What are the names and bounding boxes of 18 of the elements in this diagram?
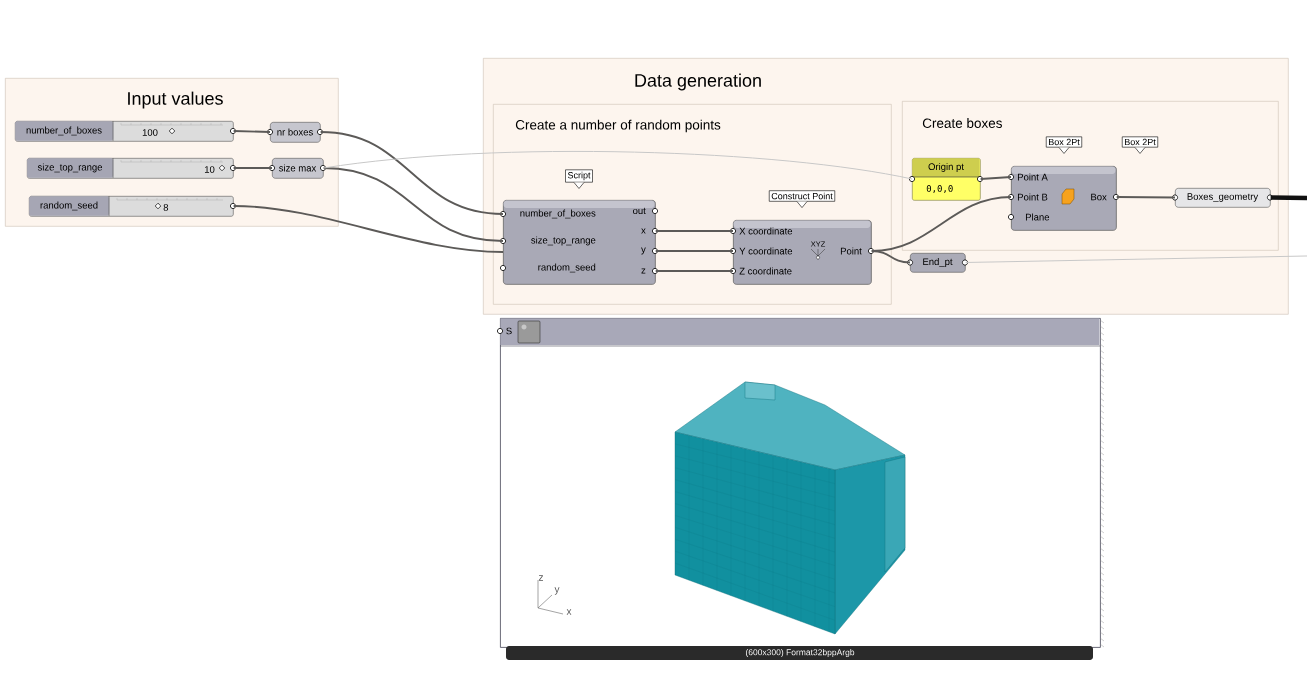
parameter-box: Boxes_geometry	[1172, 188, 1273, 208]
tooltip-label: Box 2Pt	[1121, 136, 1159, 154]
axis-label: x	[566, 609, 572, 615]
tooltip-label: Box 2Pt	[1045, 136, 1083, 154]
axis-label: z	[538, 575, 543, 581]
number-slider: random_seed 8	[29, 195, 236, 217]
parameter-box: size max	[269, 158, 326, 179]
parameter-box: End_pt	[907, 253, 968, 273]
node-label: (600x300) Format32bppArgb	[745, 649, 855, 657]
component-box: Point A Point B Plane Box	[1008, 166, 1119, 231]
number-slider: size_top_range 10	[27, 157, 236, 179]
component-box: number_of_boxes size_top_range random_seed out x y z	[500, 200, 658, 285]
number-slider: number_of_boxes 100	[15, 120, 236, 142]
tooltip-label: Construct Point	[768, 190, 836, 208]
parameter-box: nr boxes	[267, 122, 323, 143]
tooltip-label: Script	[565, 169, 593, 189]
axis-label: y	[554, 587, 560, 595]
panel-box: Origin pt 0,0,0	[909, 158, 983, 201]
